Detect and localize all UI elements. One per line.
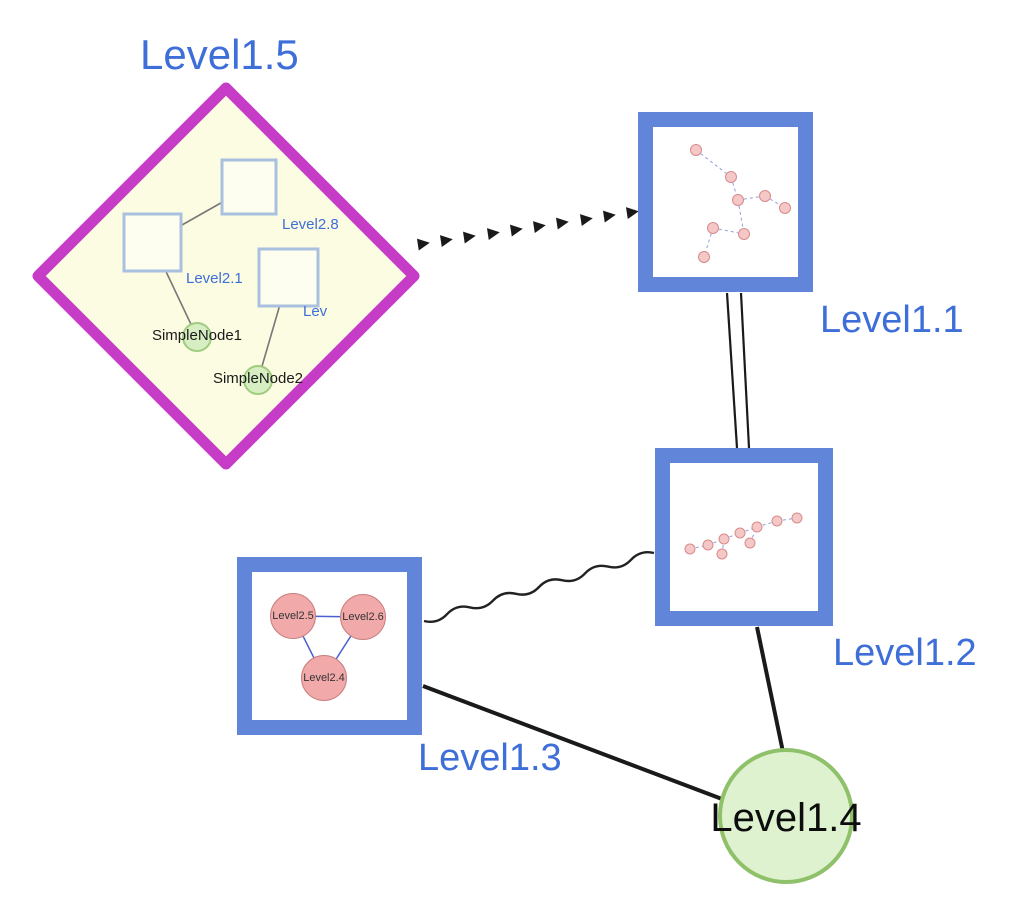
label-level1-1: Level1.1	[820, 299, 964, 341]
mini-node	[707, 222, 719, 234]
node-level2-6-circle[interactable]: Level2.6	[340, 594, 386, 640]
node-level2-lev-square[interactable]	[257, 247, 320, 308]
mini-node	[698, 251, 710, 263]
level1-1-minigraph	[690, 144, 791, 263]
node-level1-2-box[interactable]	[655, 448, 833, 626]
mini-node	[732, 194, 744, 206]
node-level2-8-square[interactable]	[220, 158, 278, 216]
label-simplenode2: SimpleNode2	[212, 370, 304, 387]
mini-node	[725, 171, 737, 183]
label-level2-1: Level2.1	[186, 270, 243, 287]
mini-node	[759, 190, 771, 202]
mini-node	[744, 537, 756, 549]
edge-parallel-level1-1-to-level1-2-line1[interactable]	[725, 292, 739, 449]
edge-wavy-level1-3-to-level1-2[interactable]	[423, 550, 655, 624]
level1-5-contents	[122, 158, 320, 395]
mini-node	[702, 539, 714, 551]
label-level1-3: Level1.3	[418, 737, 562, 779]
node-level1-3-box[interactable]	[237, 557, 422, 735]
mini-node	[684, 543, 696, 555]
label-level1-4: Level1.4	[710, 796, 862, 840]
label-level2-8: Level2.8	[282, 216, 339, 233]
mini-edge	[737, 195, 766, 201]
edge-dashed-arrow-level1-5-to-level1-1[interactable]	[402, 207, 639, 251]
label-level1-5: Level1.5	[140, 31, 299, 78]
node-level1-4-circle[interactable]	[718, 748, 854, 884]
mini-node	[738, 228, 750, 240]
node-level2-5-circle[interactable]: Level2.5	[270, 593, 316, 639]
mini-node	[734, 527, 746, 539]
mini-edge	[695, 149, 732, 178]
node-simplenode1-circle[interactable]	[182, 322, 212, 352]
label-level2-5: Level2.5	[272, 610, 314, 622]
mini-node	[771, 515, 783, 527]
label-level2-lev: Lev	[303, 303, 328, 320]
label-level1-2: Level1.2	[833, 632, 977, 674]
mini-node	[779, 202, 791, 214]
edge-level1-2-to-level1-4[interactable]	[755, 626, 785, 753]
node-level1-5-diamond[interactable]	[32, 82, 420, 470]
label-simplenode1: SimpleNode1	[151, 327, 243, 344]
mini-node	[716, 548, 728, 560]
node-level2-4-circle[interactable]: Level2.4	[301, 655, 347, 701]
mini-node	[690, 144, 702, 156]
mini-node	[718, 533, 730, 545]
label-level2-4: Level2.4	[303, 672, 345, 684]
node-level2-1-square[interactable]	[122, 212, 183, 273]
node-simplenode2-circle[interactable]	[243, 365, 273, 395]
mini-node	[751, 521, 763, 533]
mini-node	[791, 512, 803, 524]
edge-level1-3-to-level1-4[interactable]	[422, 684, 723, 801]
node-level1-1-box[interactable]	[638, 112, 813, 292]
edge-parallel-level1-1-to-level1-2-line2[interactable]	[739, 292, 751, 449]
level1-2-minigraph	[684, 512, 803, 560]
label-level2-6: Level2.6	[342, 611, 384, 623]
